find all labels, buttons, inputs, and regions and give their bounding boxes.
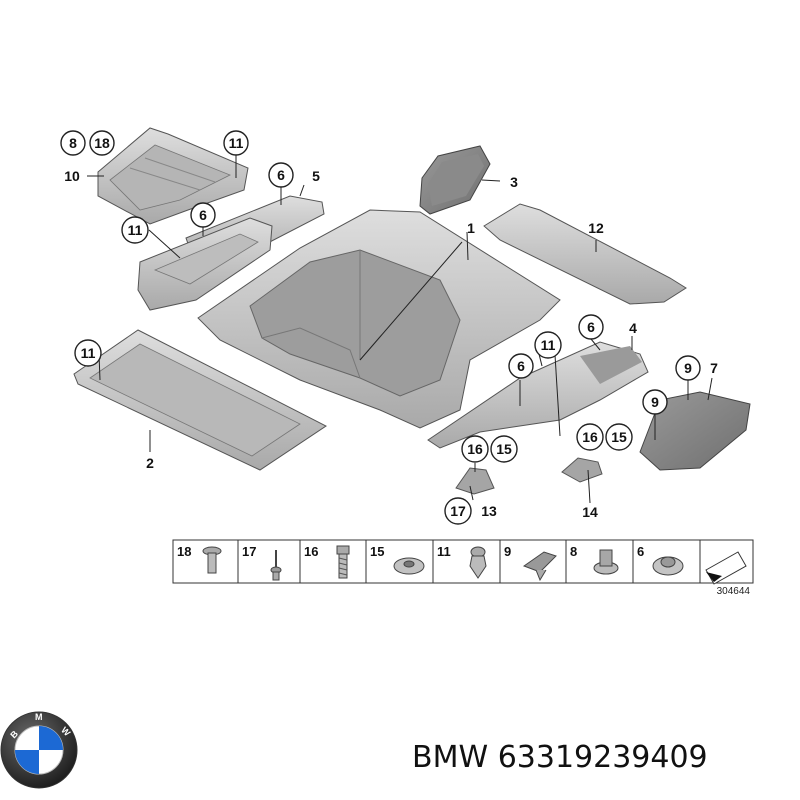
svg-text:M: M	[35, 712, 43, 722]
callout-6a: 6	[277, 167, 285, 183]
callouts: 8 18 10 11 6 5 6 11 3 1 12 11 2 6 4 11 6…	[60, 130, 718, 525]
callout-9b: 9	[651, 394, 659, 410]
hardware-legend: 18 17 16 15 11 9 8 6	[172, 539, 754, 585]
callout-14: 14	[582, 504, 598, 520]
screw-18-icon	[202, 546, 222, 574]
leader-lines	[87, 155, 713, 504]
callout-9a: 9	[684, 360, 692, 376]
callout-circle-6d	[508, 353, 534, 379]
bolt-16-icon	[336, 545, 350, 579]
callout-2: 2	[146, 455, 154, 471]
part-number-caption: BMW 63319239409	[412, 740, 708, 775]
callout-11c: 11	[81, 345, 96, 361]
legend-label-11: 11	[437, 544, 451, 559]
callout-12: 12	[588, 220, 604, 236]
callout-6b: 6	[199, 207, 207, 223]
callout-circle-9a	[675, 355, 701, 381]
legend-label-15: 15	[370, 544, 384, 559]
callout-10: 10	[64, 168, 80, 184]
diagram-reference-number: 304644	[717, 586, 751, 597]
legend-label-8: 8	[570, 544, 577, 559]
callout-8: 8	[69, 135, 77, 151]
callout-circle-6b	[190, 202, 216, 228]
washer-15-icon	[393, 557, 425, 575]
part-14-bracket	[561, 457, 603, 483]
part-10-tray	[97, 127, 249, 225]
part-2-floor-panel	[73, 329, 327, 471]
callout-11a: 11	[229, 135, 244, 151]
callout-7: 7	[710, 360, 718, 376]
callout-circle-11d	[534, 331, 562, 359]
callout-11b: 11	[128, 222, 143, 238]
callout-6c: 6	[587, 319, 595, 335]
callout-16a: 16	[467, 441, 483, 457]
callout-1: 1	[467, 220, 475, 236]
clip-9-icon	[522, 551, 557, 582]
callout-circle-16b	[576, 423, 604, 451]
brand-name: BMW	[412, 740, 489, 775]
callout-circle-6c	[578, 314, 604, 340]
legend-label-18: 18	[177, 544, 191, 559]
legend-label-6: 6	[637, 544, 644, 559]
part-1-trunk-tub	[197, 209, 561, 429]
legend-label-16: 16	[304, 544, 318, 559]
part-12-rail	[483, 203, 687, 305]
callout-17: 17	[450, 503, 466, 519]
callout-3: 3	[510, 174, 518, 190]
callout-15b: 15	[611, 429, 627, 445]
callout-circle-8	[60, 130, 86, 156]
callout-circle-15b	[605, 423, 633, 451]
nut-6-icon	[652, 556, 684, 576]
callout-4: 4	[629, 320, 637, 336]
direction-arrow-icon	[705, 551, 747, 585]
legend-label-17: 17	[242, 544, 256, 559]
callout-circle-6a	[268, 162, 294, 188]
callout-6d: 6	[517, 358, 525, 374]
clip-11-icon	[469, 546, 487, 579]
callout-circle-17	[444, 497, 472, 525]
callout-circle-11c	[74, 339, 102, 367]
nut-8-icon	[593, 549, 619, 575]
part-4-bracket-right	[427, 341, 649, 449]
callout-circle-11b	[121, 216, 149, 244]
legend-label-9: 9	[504, 544, 511, 559]
callout-11d: 11	[541, 337, 556, 353]
callout-circle-9b	[642, 389, 668, 415]
part-3-cover	[419, 145, 491, 215]
callout-5: 5	[312, 168, 320, 184]
callout-circle-11a	[223, 130, 249, 156]
callout-circle-15a	[490, 435, 518, 463]
callout-16b: 16	[582, 429, 598, 445]
pin-17-icon	[270, 550, 282, 581]
callout-13: 13	[481, 503, 497, 519]
callout-circle-16a	[461, 435, 489, 463]
callout-15a: 15	[496, 441, 512, 457]
callout-circle-18	[89, 130, 115, 156]
callout-18: 18	[94, 135, 110, 151]
part-number: 63319239409	[497, 740, 708, 775]
part-bracket-left	[137, 217, 273, 311]
bmw-logo: B M W	[0, 711, 78, 789]
